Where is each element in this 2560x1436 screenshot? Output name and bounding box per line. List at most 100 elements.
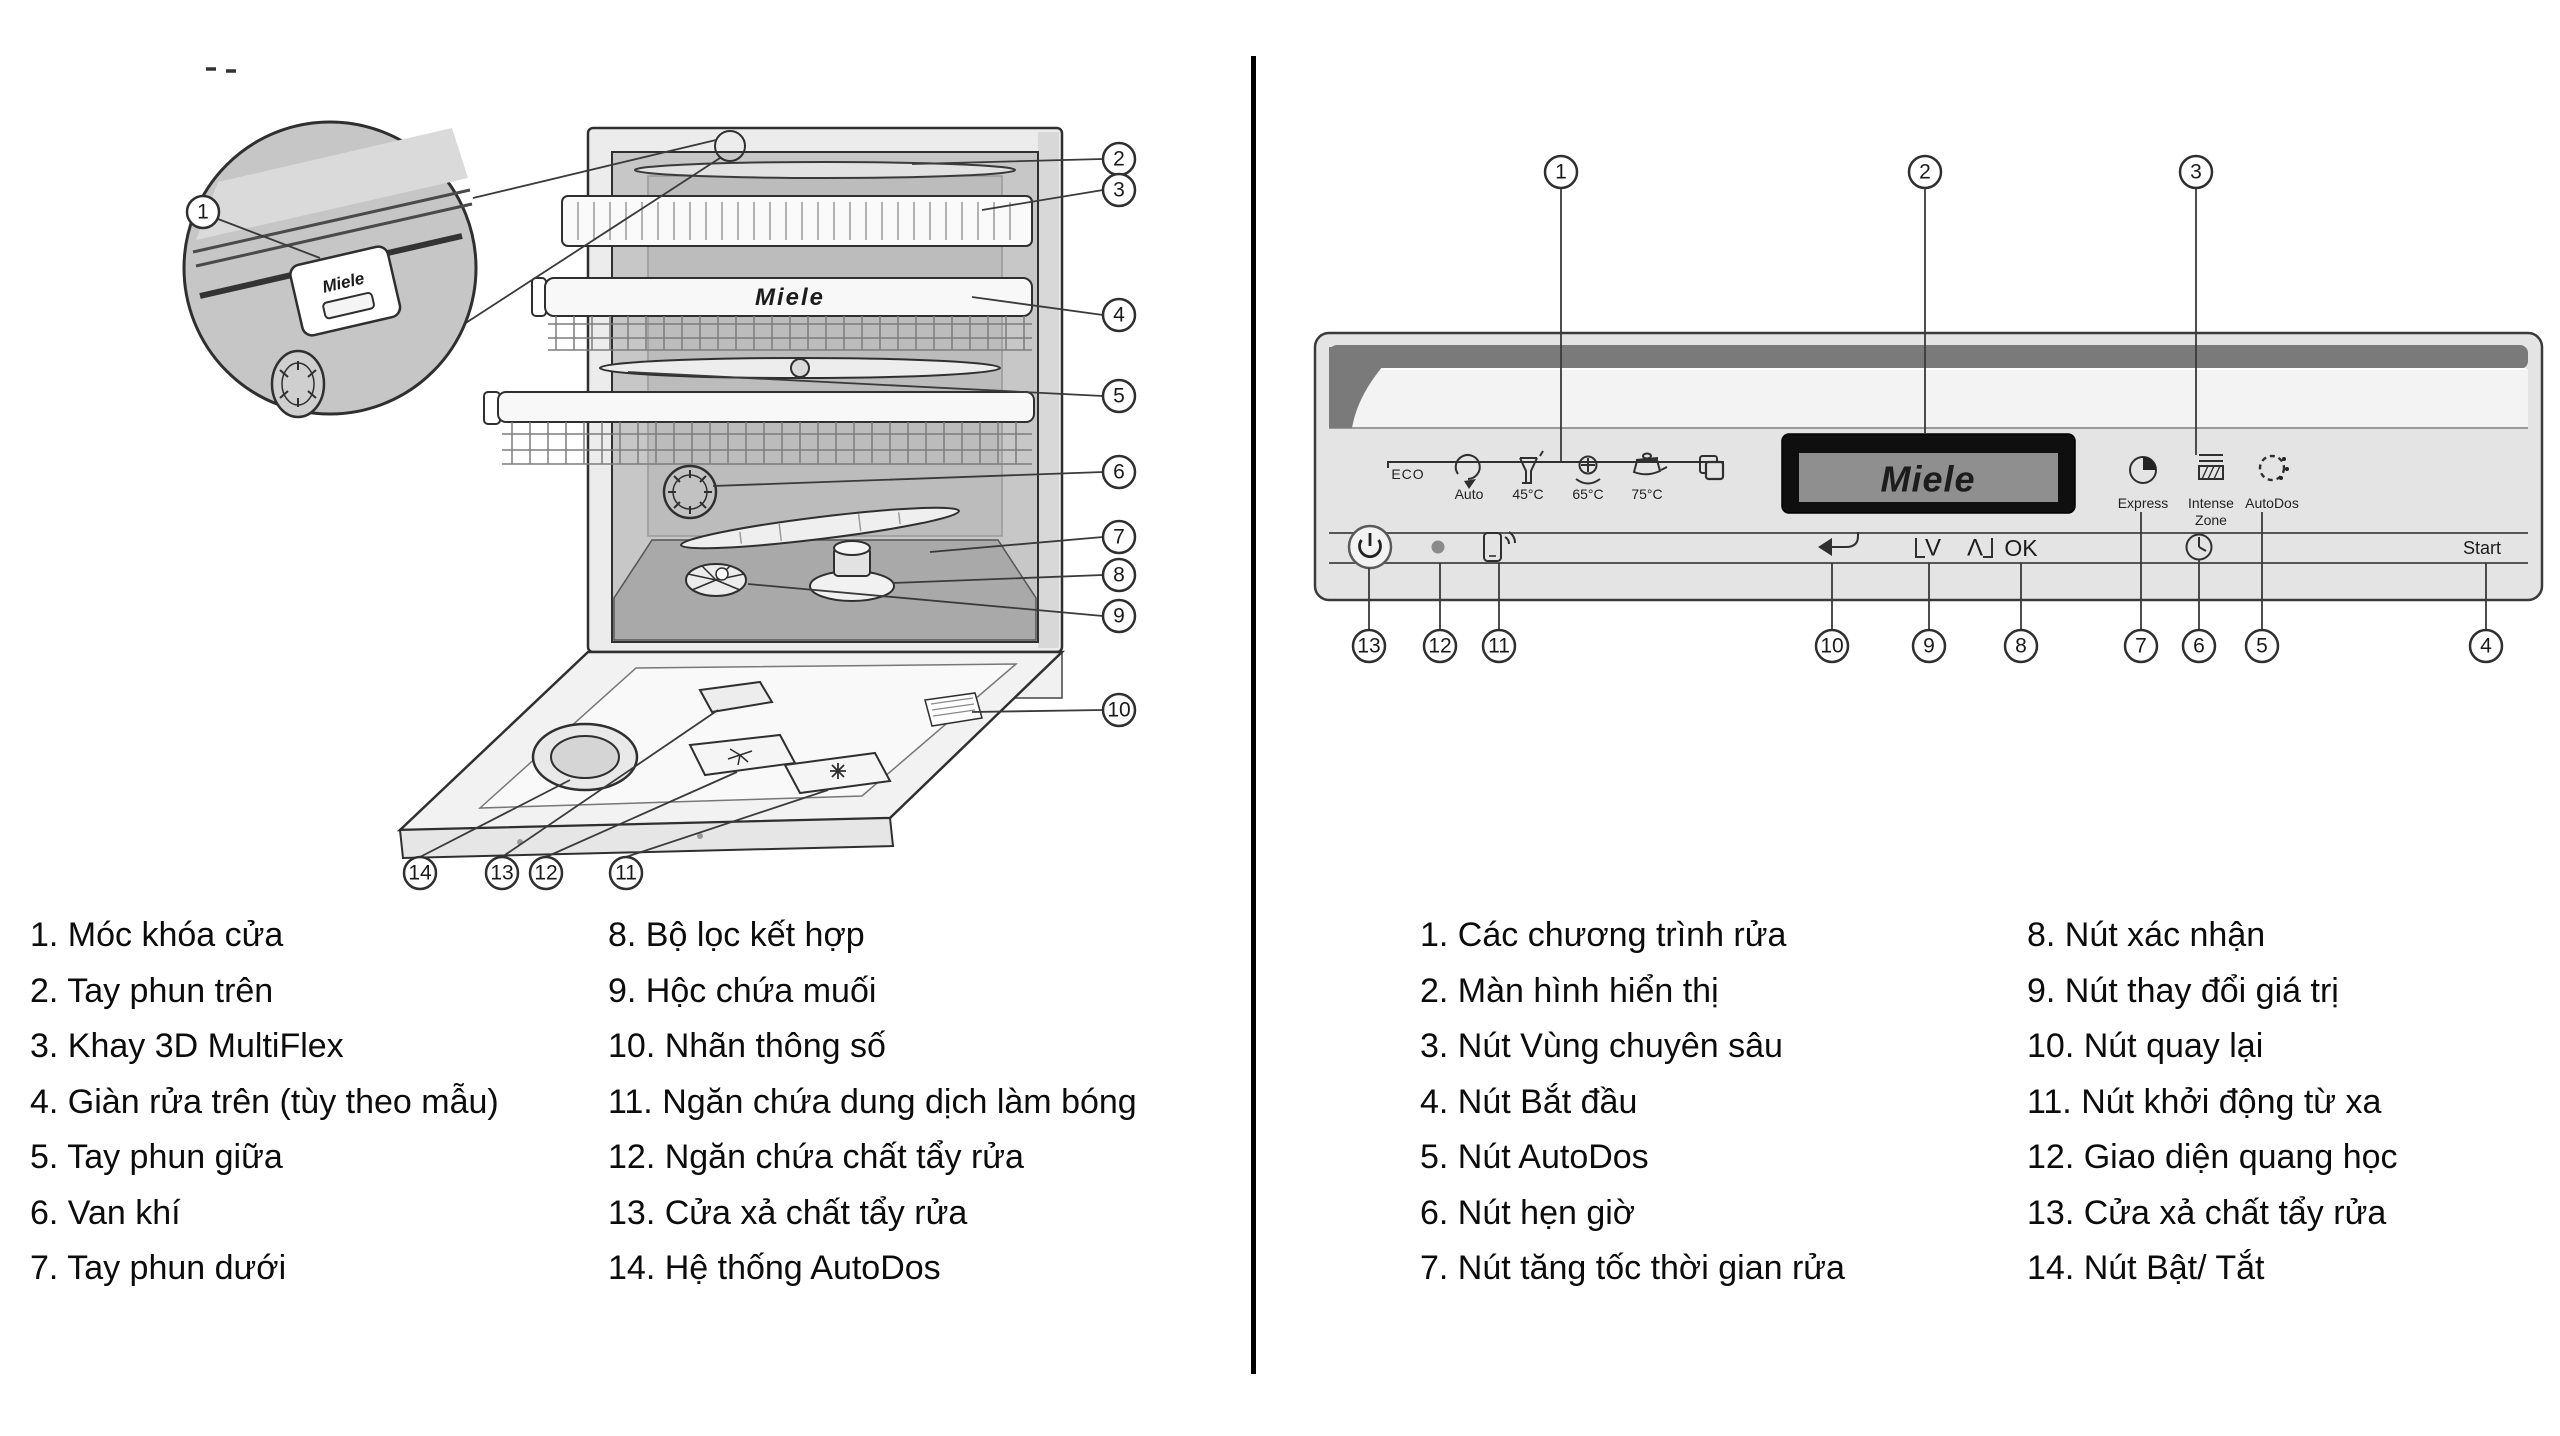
svg-text:9: 9 bbox=[1113, 605, 1125, 628]
lock-position-marker bbox=[714, 130, 746, 162]
callout-panel-6: 6 bbox=[2181, 628, 2217, 664]
legend-item: 14. Hệ thống AutoDos bbox=[608, 1249, 941, 1287]
legend-item: 10. Nhãn thông số bbox=[608, 1027, 886, 1065]
air-valve bbox=[662, 464, 718, 520]
open-door bbox=[396, 650, 1066, 860]
callout-panel-7: 7 bbox=[2123, 628, 2159, 664]
upper-basket: Miele bbox=[531, 277, 1033, 351]
detail-fan bbox=[270, 349, 326, 419]
legend-item: 13. Cửa xả chất tẩy rửa bbox=[2027, 1193, 2387, 1232]
callout-panel-1: 1 bbox=[1543, 154, 1579, 190]
section-divider bbox=[1251, 56, 1256, 1374]
program-75-label: 75°C bbox=[1631, 486, 1662, 502]
express-icon bbox=[2129, 456, 2157, 484]
program-65-icon bbox=[1575, 455, 1601, 485]
svg-text:7: 7 bbox=[2135, 635, 2147, 658]
legend-item: 9. Hộc chứa muối bbox=[608, 971, 877, 1010]
callout-left-5: 5 bbox=[1101, 378, 1137, 414]
combined-filter bbox=[809, 540, 895, 602]
start-button: Start bbox=[2463, 538, 2501, 558]
door-lock-tab: Miele bbox=[289, 245, 402, 337]
program-65-label: 65°C bbox=[1572, 486, 1603, 502]
callout-left-11: 11 bbox=[608, 855, 644, 891]
callout-left-7: 7 bbox=[1101, 519, 1137, 555]
door-rim bbox=[398, 816, 895, 860]
svg-text:6: 6 bbox=[2193, 635, 2205, 658]
callout-leader-lines-panel bbox=[1368, 188, 2487, 630]
svg-text:8: 8 bbox=[1113, 564, 1125, 587]
legend-item: 5. Nút AutoDos bbox=[1420, 1138, 1649, 1176]
callout-left-3: 3 bbox=[1101, 172, 1137, 208]
back-icon bbox=[1818, 532, 1859, 556]
intense-zone-icon bbox=[2198, 454, 2224, 480]
legend-item: 8. Bộ lọc kết hợp bbox=[608, 916, 865, 954]
callout-panel-8: 8 bbox=[2003, 628, 2039, 664]
program-eco-label: ECO bbox=[1391, 466, 1424, 482]
callout-panel-5: 5 bbox=[2244, 628, 2280, 664]
express-label: Express bbox=[2118, 495, 2169, 511]
svg-text:4: 4 bbox=[2480, 635, 2492, 658]
handle-top-strip bbox=[1329, 345, 2528, 369]
basket-brand-label: Miele bbox=[755, 284, 825, 311]
program-auto-icon bbox=[1454, 454, 1481, 489]
legend-item: 2. Tay phun trên bbox=[30, 971, 274, 1010]
cabinet-side-shade bbox=[1038, 132, 1059, 648]
legend-item: 3. Khay 3D MultiFlex bbox=[30, 1027, 344, 1065]
value-brackets bbox=[1915, 538, 1993, 558]
callout-left-1: 1 bbox=[185, 194, 221, 230]
callout-left-10: 10 bbox=[1101, 692, 1137, 728]
legend-left-col2: 8. Bộ lọc kết hợp 9. Hộc chứa muối 10. N… bbox=[608, 908, 1137, 1297]
program-more-icon bbox=[1699, 455, 1725, 481]
svg-text:13: 13 bbox=[490, 862, 513, 885]
svg-text:11: 11 bbox=[1488, 635, 1510, 658]
legend-item: 6. Nút hẹn giờ bbox=[1420, 1193, 1636, 1232]
top-spray-arm bbox=[634, 161, 1016, 179]
callout-left-6: 6 bbox=[1101, 454, 1137, 490]
program-glass-icon bbox=[1519, 450, 1544, 484]
callout-panel-12: 12 bbox=[1422, 628, 1458, 664]
callout-panel-13: 13 bbox=[1351, 628, 1387, 664]
svg-text:5: 5 bbox=[2256, 635, 2268, 658]
callout-left-12: 12 bbox=[528, 855, 564, 891]
svg-text:10: 10 bbox=[1107, 699, 1130, 722]
legend-item: 12. Giao diện quang học bbox=[2027, 1138, 2398, 1176]
display-brand: Miele bbox=[1880, 459, 1975, 500]
svg-text:1: 1 bbox=[197, 201, 209, 224]
value-down-button: V bbox=[1925, 535, 1941, 562]
svg-text:14: 14 bbox=[408, 862, 432, 885]
optical-interface-dot bbox=[1431, 540, 1445, 554]
legend-item: 4. Giàn rửa trên (tùy theo mẫu) bbox=[30, 1082, 499, 1121]
svg-text:10: 10 bbox=[1820, 635, 1843, 658]
legend-item: 5. Tay phun giữa bbox=[30, 1138, 283, 1176]
svg-text:11: 11 bbox=[615, 862, 637, 885]
svg-text:12: 12 bbox=[1428, 635, 1451, 658]
legend-item: 11. Ngăn chứa dung dịch làm bóng bbox=[608, 1082, 1137, 1121]
middle-spray-arm bbox=[599, 357, 1001, 379]
power-button bbox=[1347, 524, 1393, 570]
intense-label-line2: Zone bbox=[2195, 512, 2227, 528]
callout-panel-11: 11 bbox=[1481, 628, 1517, 664]
value-up-button: Λ bbox=[1967, 535, 1983, 562]
svg-text:5: 5 bbox=[1113, 385, 1125, 408]
legend-item: 1. Các chương trình rửa bbox=[1420, 916, 1787, 954]
callout-panel-10: 10 bbox=[1814, 628, 1850, 664]
legend-left-col1: 1. Móc khóa cửa 2. Tay phun trên 3. Khay… bbox=[30, 908, 499, 1297]
autodos-container bbox=[531, 722, 639, 792]
callout-left-13: 13 bbox=[484, 855, 520, 891]
control-panel-diagram: ECO Auto 45°C 65°C 75°C Miele bbox=[1313, 154, 2544, 664]
door-lock-detail-circle: Miele bbox=[182, 120, 478, 419]
svg-text:4: 4 bbox=[1113, 304, 1125, 327]
legend-item: 2. Màn hình hiển thị bbox=[1420, 971, 1719, 1010]
svg-text:3: 3 bbox=[1113, 179, 1125, 202]
program-auto-label: Auto bbox=[1455, 486, 1484, 502]
legend-right-col1: 1. Các chương trình rửa 2. Màn hình hiển… bbox=[1420, 908, 1845, 1297]
svg-text:1: 1 bbox=[1555, 161, 1567, 184]
autodos-label: AutoDos bbox=[2245, 495, 2299, 511]
remote-start-icon bbox=[1483, 531, 1517, 562]
callout-left-2: 2 bbox=[1101, 141, 1137, 177]
legend-item: 9. Nút thay đổi giá trị bbox=[2027, 971, 2339, 1010]
svg-text:8: 8 bbox=[2015, 635, 2027, 658]
rinse-aid-compartment bbox=[783, 751, 892, 795]
legend-item: 6. Van khí bbox=[30, 1193, 181, 1232]
